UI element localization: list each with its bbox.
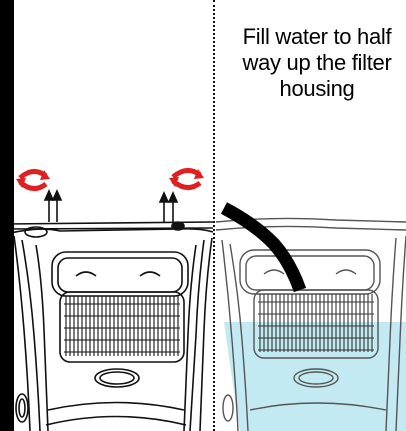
housing-drawing-left [0,0,213,431]
filter-mesh [64,296,180,356]
step-remove-lid-panel [0,0,213,431]
rotate-icon [169,169,204,188]
step-divider [213,0,215,431]
instruction-text: Fill water to half way up the filter hou… [232,24,402,102]
lift-arrow-icon [45,191,61,222]
left-edge-bar [0,0,14,431]
rotate-icon [16,170,50,189]
lift-arrow-icon [160,193,177,222]
